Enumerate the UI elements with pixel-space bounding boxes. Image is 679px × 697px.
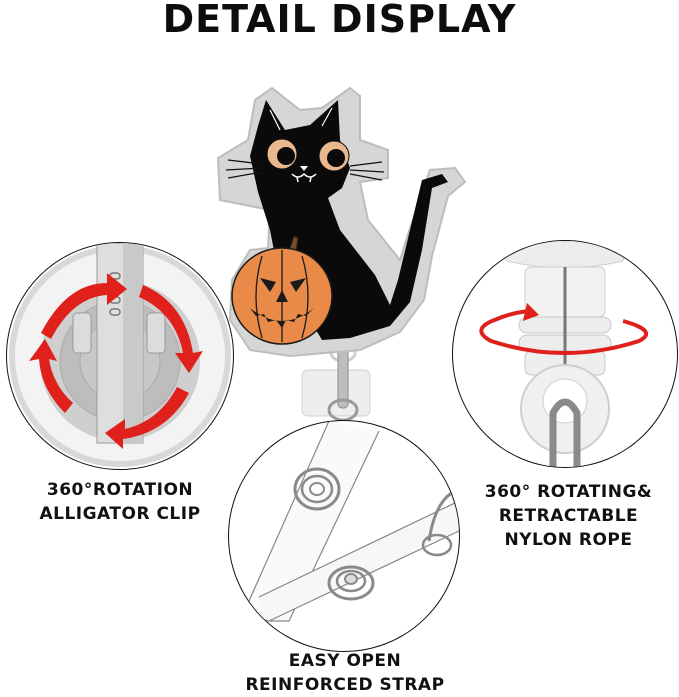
page-title: DETAIL DISPLAY	[162, 0, 517, 41]
detail-circle-reinforced-strap	[228, 420, 460, 652]
label-line: NYLON ROPE	[504, 530, 633, 550]
label-line: ALLIGATOR CLIP	[39, 504, 201, 524]
product-badge	[210, 70, 470, 490]
rotation-arrows-icon	[29, 273, 203, 449]
label-line: 360°ROTATION	[46, 480, 194, 500]
label-alligator-clip: 360°ROTATION ALLIGATOR CLIP	[0, 478, 240, 526]
label-line: 360° ROTATING&	[484, 482, 653, 502]
pumpkin-icon	[231, 235, 333, 345]
snap-button-icon	[293, 467, 456, 601]
rotation-ring-icon	[479, 309, 649, 355]
detail-circle-nylon-rope	[452, 240, 678, 468]
label-nylon-rope: 360° ROTATING& RETRACTABLE NYLON ROPE	[458, 480, 679, 552]
label-line: EASY OPEN	[288, 651, 402, 671]
label-line: RETRACTABLE	[498, 506, 639, 526]
label-line: REINFORCED STRAP	[245, 675, 445, 695]
retractable-clip-icon	[301, 339, 371, 422]
detail-circle-alligator-clip	[6, 242, 234, 470]
label-reinforced-strap: EASY OPEN REINFORCED STRAP	[220, 649, 470, 697]
